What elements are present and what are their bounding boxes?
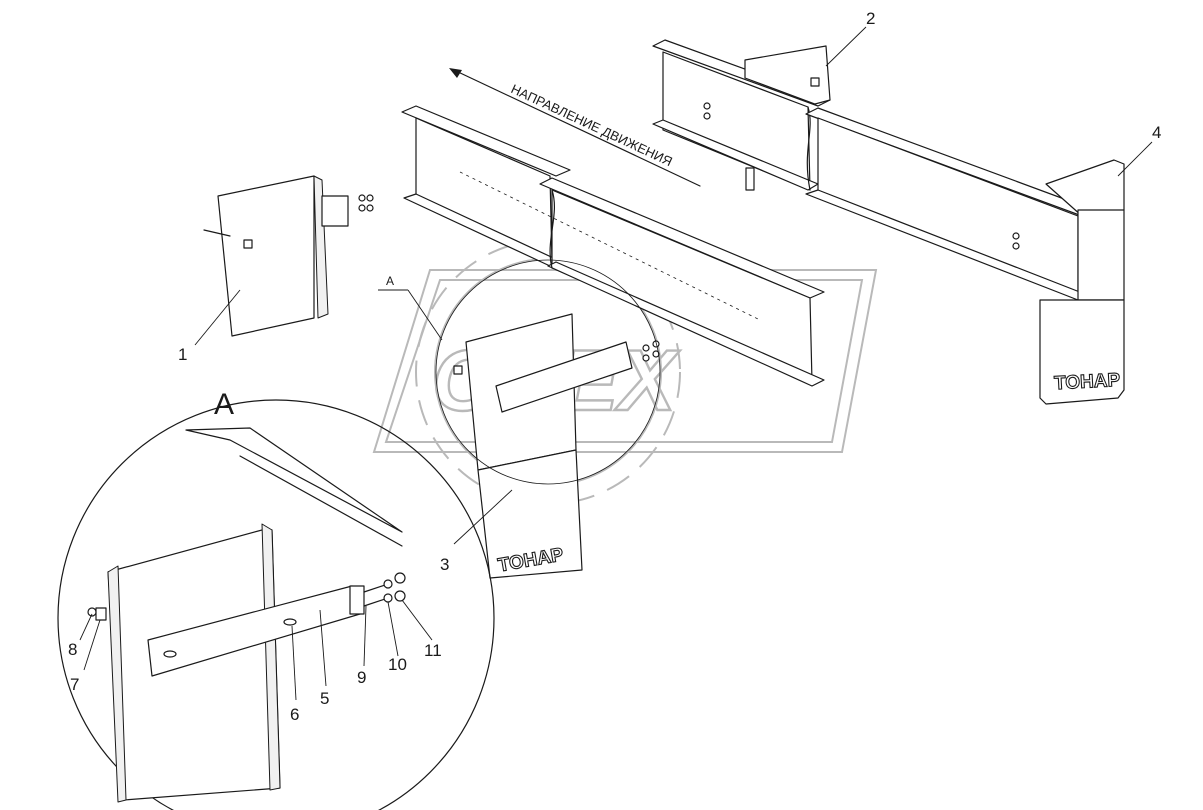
part-1-assembly (203, 175, 374, 337)
rear-beam-stub (745, 167, 755, 191)
part-1-plate (217, 175, 315, 337)
detail-plate-flange (261, 523, 281, 791)
detail-beam-edge (185, 427, 403, 533)
part-4-mount (1077, 209, 1125, 301)
view-a-locator-circle (435, 259, 661, 485)
callout-10: 10 (388, 655, 407, 674)
right-mudflap-brand: ТОНАР (1054, 370, 1121, 394)
callout-labels: 1 2 3 4 5 6 7 8 9 10 11 A A (68, 9, 1161, 724)
part-3-channel (495, 341, 633, 413)
part-1-clamp (243, 239, 253, 249)
part-3-mudflap (477, 449, 583, 579)
leader-8 (79, 613, 93, 641)
detail-washer-part-10 (383, 593, 393, 603)
leader-1 (194, 289, 241, 346)
leader-5 (319, 609, 327, 687)
part-1-nut (366, 204, 374, 212)
right-mudflap (1039, 299, 1125, 405)
detail-slot (163, 650, 177, 658)
rear-beam-bolt (703, 112, 711, 120)
front-beam-assembly (401, 105, 825, 387)
callout-8: 8 (68, 640, 77, 659)
rear-beam-bolt (703, 102, 711, 110)
callout-6: 6 (290, 705, 299, 724)
rear-beam-assembly (652, 39, 831, 191)
front-beam-top-flange (401, 105, 571, 177)
right-beam-assembly: ТОНАР (805, 107, 1125, 405)
direction-arrow-line (455, 70, 701, 187)
callout-4: 4 (1152, 123, 1161, 142)
part-1-washer (358, 204, 366, 212)
callout-3: 3 (440, 555, 449, 574)
part-1-washer (358, 194, 366, 202)
callout-7: 7 (70, 675, 79, 694)
part-2-bracket (744, 45, 831, 105)
leader-11 (401, 599, 433, 641)
leader-4 (1117, 141, 1153, 177)
detail-slot-part-6 (283, 618, 297, 626)
detail-clamp-part-7 (95, 607, 107, 621)
leader-a (407, 289, 443, 341)
detail-view-circle (57, 399, 495, 810)
callout-5: 5 (320, 689, 329, 708)
direction-arrow-head (449, 68, 462, 78)
leader-3 (453, 489, 513, 545)
detail-beam-line (239, 455, 403, 547)
part-3-nut (652, 350, 660, 358)
part-4-bracket (1045, 159, 1125, 217)
part-3-assembly: ТОНАР (435, 259, 661, 579)
part-3-washer (642, 354, 650, 362)
detail-channel-end (349, 585, 365, 615)
part-1-bracket (321, 195, 349, 227)
view-a-marker: A (386, 274, 394, 288)
detail-nut-part-11 (394, 572, 406, 584)
detail-nut-part-11 (394, 590, 406, 602)
center-beam-bottom-flange (547, 261, 825, 387)
leader-6 (291, 625, 297, 701)
leader-9 (363, 605, 367, 667)
part-1-bolt (203, 229, 231, 237)
callout-1: 1 (178, 345, 187, 364)
right-beam-bolt (1012, 232, 1020, 240)
part-3-washer (642, 344, 650, 352)
detail-plate (107, 529, 281, 801)
callout-2: 2 (866, 9, 875, 28)
leader-10 (387, 601, 399, 657)
detail-washer-part-10 (383, 579, 393, 589)
view-a-title: A (214, 388, 234, 421)
detail-plate-edge (107, 565, 127, 803)
detail-view-a (57, 399, 495, 810)
part-1-flange (313, 175, 329, 319)
right-beam-bolt (1012, 242, 1020, 250)
part-3-clamp (453, 365, 463, 375)
leader-2 (825, 26, 867, 67)
detail-nut-part-8 (87, 607, 97, 617)
callout-9: 9 (357, 668, 366, 687)
leader-7 (83, 619, 101, 671)
part-1-nut (366, 194, 374, 202)
part-2-clamp (810, 77, 820, 87)
callout-11: 11 (424, 641, 442, 660)
leader-lines (79, 26, 1153, 701)
